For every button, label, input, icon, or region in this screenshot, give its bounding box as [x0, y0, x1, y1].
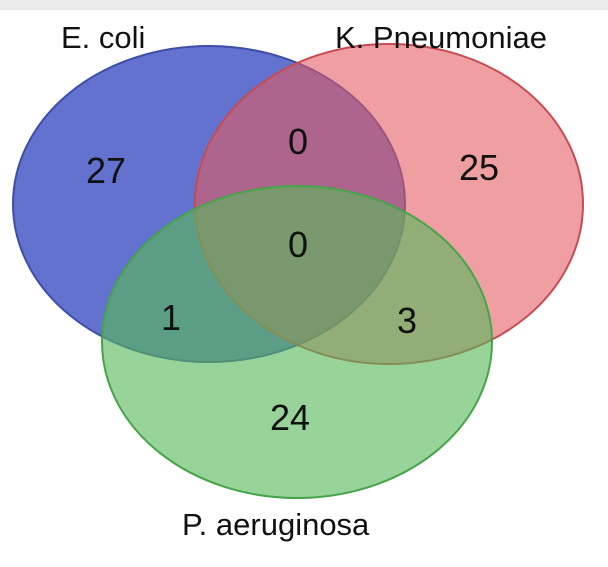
region-e-coli-only: 27: [86, 150, 126, 191]
region-e-coli-p-aeruginosa: 1: [161, 297, 181, 338]
region-k-pneumoniae-only: 25: [459, 147, 499, 188]
region-e-coli-k-pneumoniae: 0: [288, 121, 308, 162]
region-p-aeruginosa-only: 24: [270, 397, 310, 438]
region-all-three: 0: [288, 224, 308, 265]
label-e-coli: E. coli: [61, 20, 145, 55]
label-p-aeruginosa: P. aeruginosa: [182, 507, 370, 542]
top-bar: [0, 0, 608, 10]
label-k-pneumoniae: K. Pneumoniae: [335, 20, 547, 55]
ellipse-p-aeruginosa: [101, 185, 493, 499]
region-k-pneumoniae-p-aeruginosa: 3: [397, 300, 417, 341]
